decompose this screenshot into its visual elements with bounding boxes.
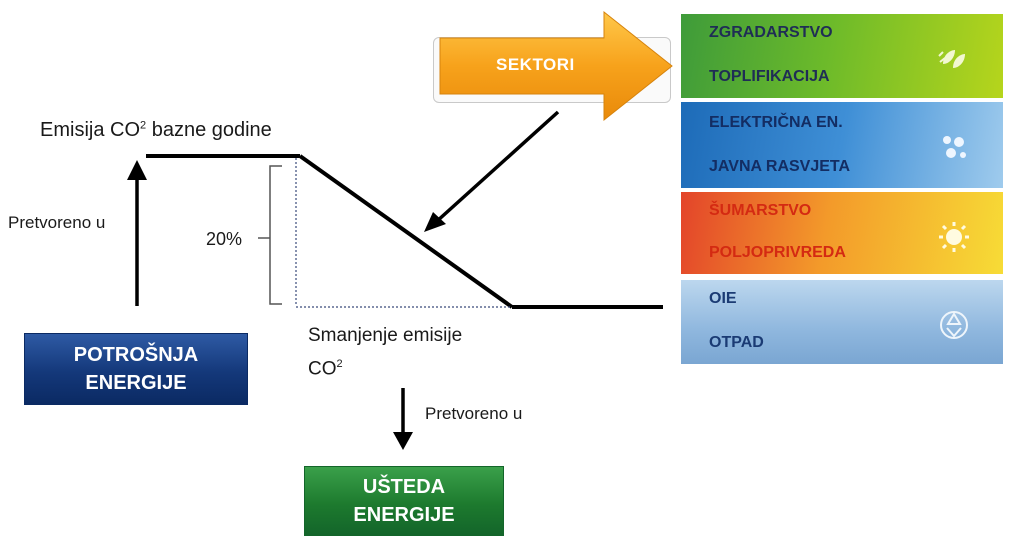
consumption-box-line1: POTROŠNJA <box>73 344 199 366</box>
up-arrow-head <box>127 160 147 180</box>
baseline-label-rest: bazne godine <box>146 119 272 141</box>
sector-line: TOPLIFIKACIJA <box>709 68 830 85</box>
sector-line: JAVNA RASVJETA <box>709 158 851 175</box>
sektori-arrow <box>439 10 673 122</box>
sector-line: ŠUMARSTVO <box>709 202 812 219</box>
reduction-label-line1: Smanjenje emisije <box>308 325 463 346</box>
consumption-box: POTROŠNJA ENERGIJE <box>24 333 248 405</box>
sector-line: OTPAD <box>709 334 764 351</box>
drops-icon <box>943 136 966 158</box>
sector-line: ELEKTRIČNA EN. <box>709 114 843 131</box>
savings-box-line1: UŠTEDA <box>362 476 446 498</box>
baseline-label: Emisija CO2 bazne godine <box>40 119 272 142</box>
sector-panel-forestry: ŠUMARSTVO POLJOPRIVREDA <box>681 192 1003 274</box>
sector-line: POLJOPRIVREDA <box>709 244 846 261</box>
down-arrow-label: Pretvoreno u <box>425 404 523 423</box>
sector-line: OIE <box>709 290 737 307</box>
reduction-slope-line <box>298 154 514 309</box>
savings-box-line2: ENERGIJE <box>353 504 455 526</box>
reduction-label-line2: CO <box>308 358 337 380</box>
percent-bracket <box>269 165 282 305</box>
sektori-pointer-arrow-head <box>424 212 446 232</box>
sektori-pointer-arrow <box>434 110 560 224</box>
baseline-label-sup: 2 <box>140 119 147 132</box>
sector-panel-buildings: ZGRADARSTVO TOPLIFIKACIJA <box>681 14 1003 98</box>
percent-label: 20% <box>206 229 243 249</box>
consumption-box-line2: ENERGIJE <box>85 372 187 394</box>
left-arrow-label: Pretvoreno u <box>8 213 106 232</box>
recycle-icon <box>940 311 968 339</box>
sector-line: ZGRADARSTVO <box>709 24 833 41</box>
sector-panel-renewables: OIE OTPAD <box>681 280 1003 364</box>
sector-panel-electricity: ELEKTRIČNA EN. JAVNA RASVJETA <box>681 102 1003 188</box>
reduction-label: Smanjenje emisije CO2 <box>308 322 462 383</box>
down-arrow-head <box>393 432 413 450</box>
reduction-label-sup: 2 <box>336 358 343 370</box>
savings-box: UŠTEDA ENERGIJE <box>304 466 504 536</box>
sun-icon <box>939 222 969 252</box>
leaves-icon <box>938 50 965 68</box>
baseline-label-text: Emisija CO <box>40 119 141 141</box>
sektori-label: SEKTORI <box>496 55 575 74</box>
